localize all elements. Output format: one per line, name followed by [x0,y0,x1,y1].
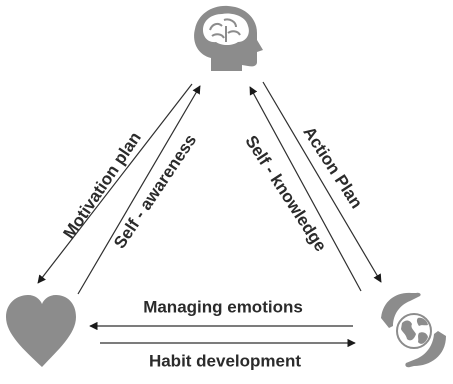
heart-icon [6,295,76,367]
label-action-plan: Action Plan [299,123,366,212]
arrow-action-plan [262,81,382,283]
arrow-motivation-plan [37,83,193,284]
arrow-self-awareness [77,85,201,295]
label-habit-development: Habit development [149,351,301,370]
globe-in-hands-icon [381,292,446,368]
head-brain-icon [194,5,263,71]
arrow-self-knowledge [249,86,362,292]
label-managing-emotions: Managing emotions [143,297,303,316]
